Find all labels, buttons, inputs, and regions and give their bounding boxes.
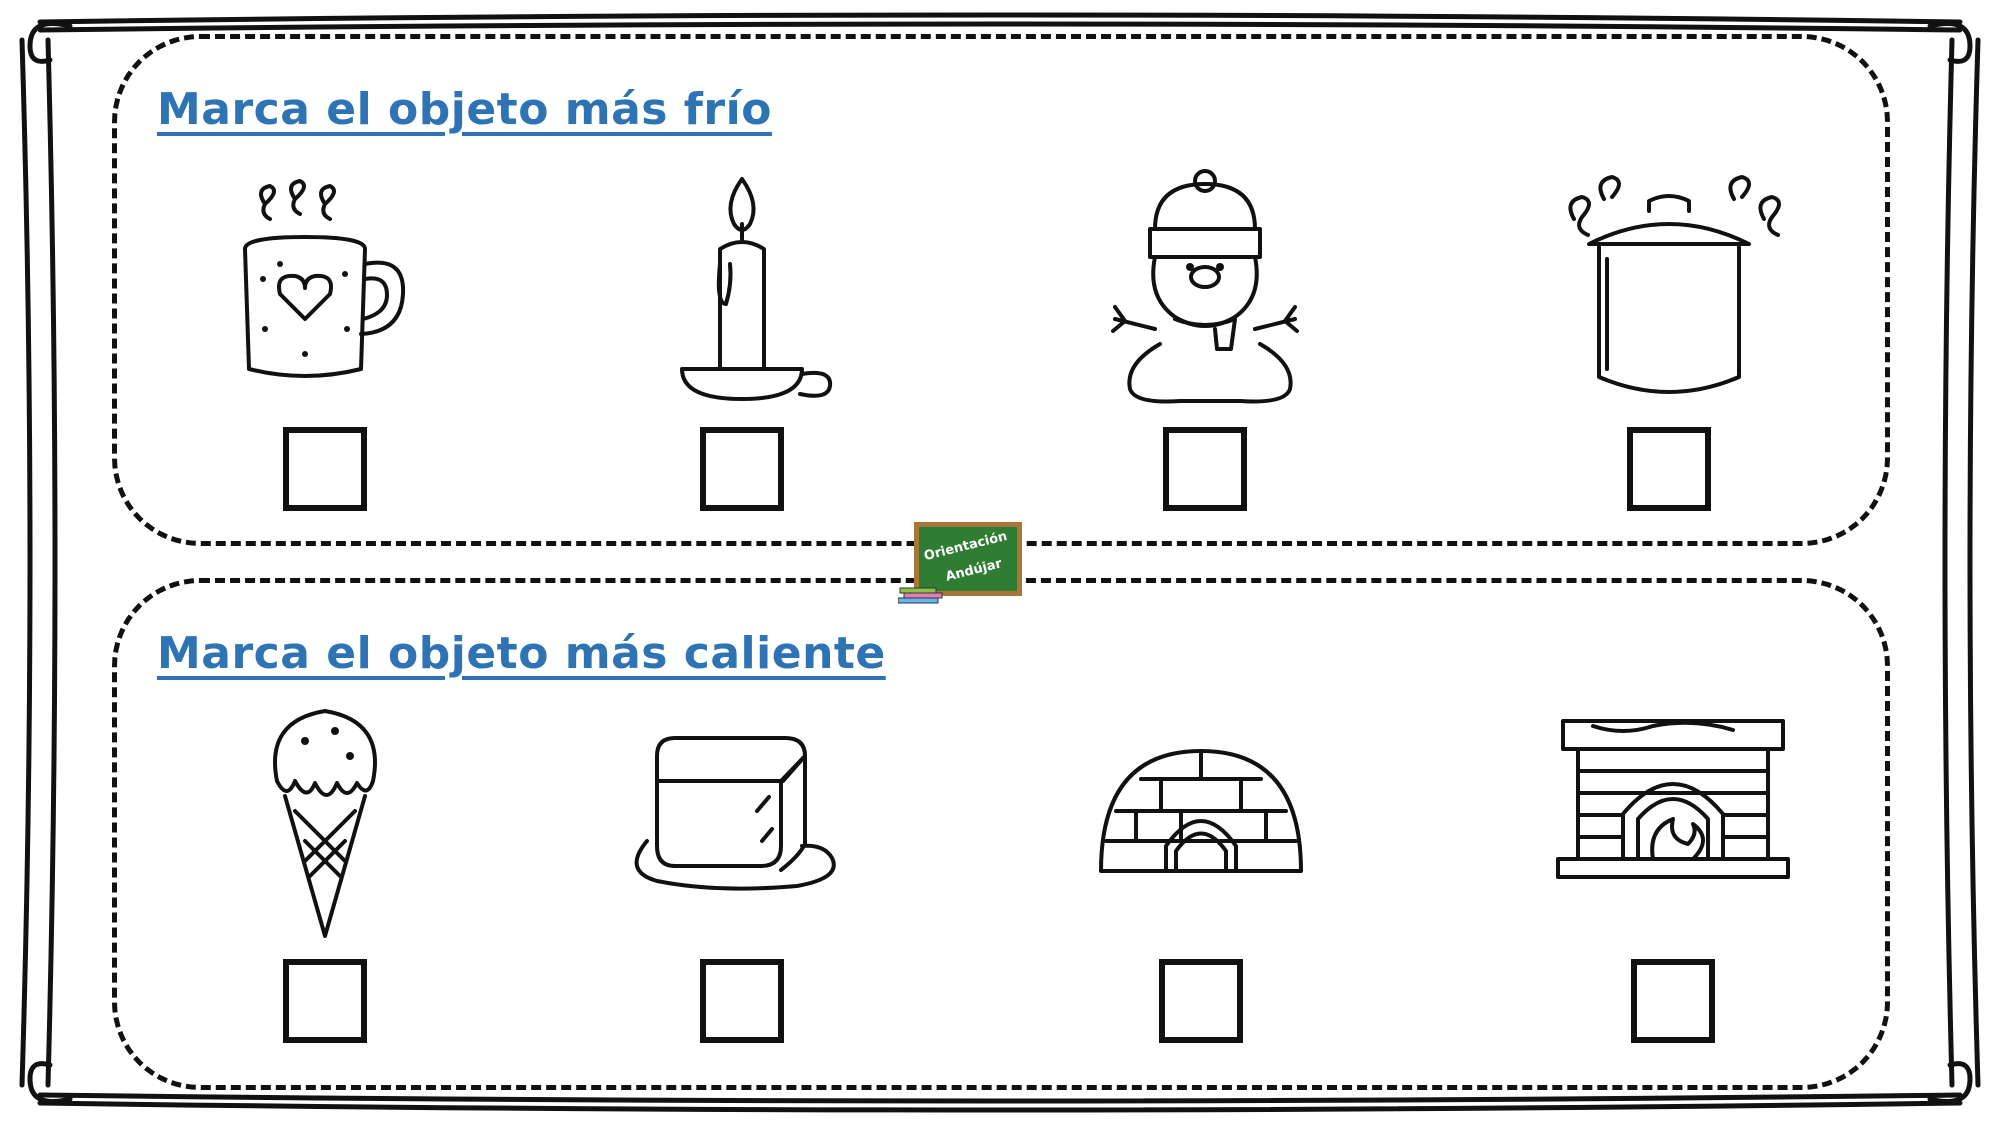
option-checkbox[interactable]	[283, 427, 367, 511]
steaming-pot-icon	[1568, 175, 1781, 394]
orientacion-andujar-logo: Orientación Andújar	[898, 520, 1030, 606]
logo-text-line2: Andújar	[944, 556, 1004, 585]
option-fireplace	[1553, 701, 1793, 1081]
option-hot-mug	[205, 169, 445, 549]
candle-icon	[680, 177, 833, 401]
ice-cream-cone-icon	[273, 709, 377, 938]
option-checkbox[interactable]	[1163, 427, 1247, 511]
question-title-hottest: Marca el objeto más caliente	[157, 628, 886, 679]
option-checkbox[interactable]	[1627, 427, 1711, 511]
option-checkbox[interactable]	[283, 959, 367, 1043]
question-panel-coldest: Marca el objeto más frío	[112, 34, 1890, 546]
option-butter	[622, 701, 862, 1081]
snowman-icon	[1111, 169, 1299, 404]
igloo-icon	[1099, 749, 1303, 873]
option-checkbox[interactable]	[700, 959, 784, 1043]
option-ice-cream	[205, 701, 445, 1081]
melting-butter-icon	[634, 736, 836, 891]
option-steaming-pot	[1549, 169, 1789, 549]
books-icon	[898, 587, 943, 604]
chalkboard-logo: Orientación Andújar	[914, 522, 1022, 596]
option-igloo	[1081, 701, 1321, 1081]
question-panel-hottest: Marca el objeto más caliente	[112, 578, 1890, 1090]
option-checkbox[interactable]	[700, 427, 784, 511]
option-checkbox[interactable]	[1159, 959, 1243, 1043]
fireplace-icon	[1556, 719, 1790, 879]
option-checkbox[interactable]	[1631, 959, 1715, 1043]
option-snowman	[1085, 169, 1325, 549]
hot-mug-icon	[243, 179, 406, 378]
question-title-coldest: Marca el objeto más frío	[157, 84, 772, 135]
option-candle	[622, 169, 862, 549]
